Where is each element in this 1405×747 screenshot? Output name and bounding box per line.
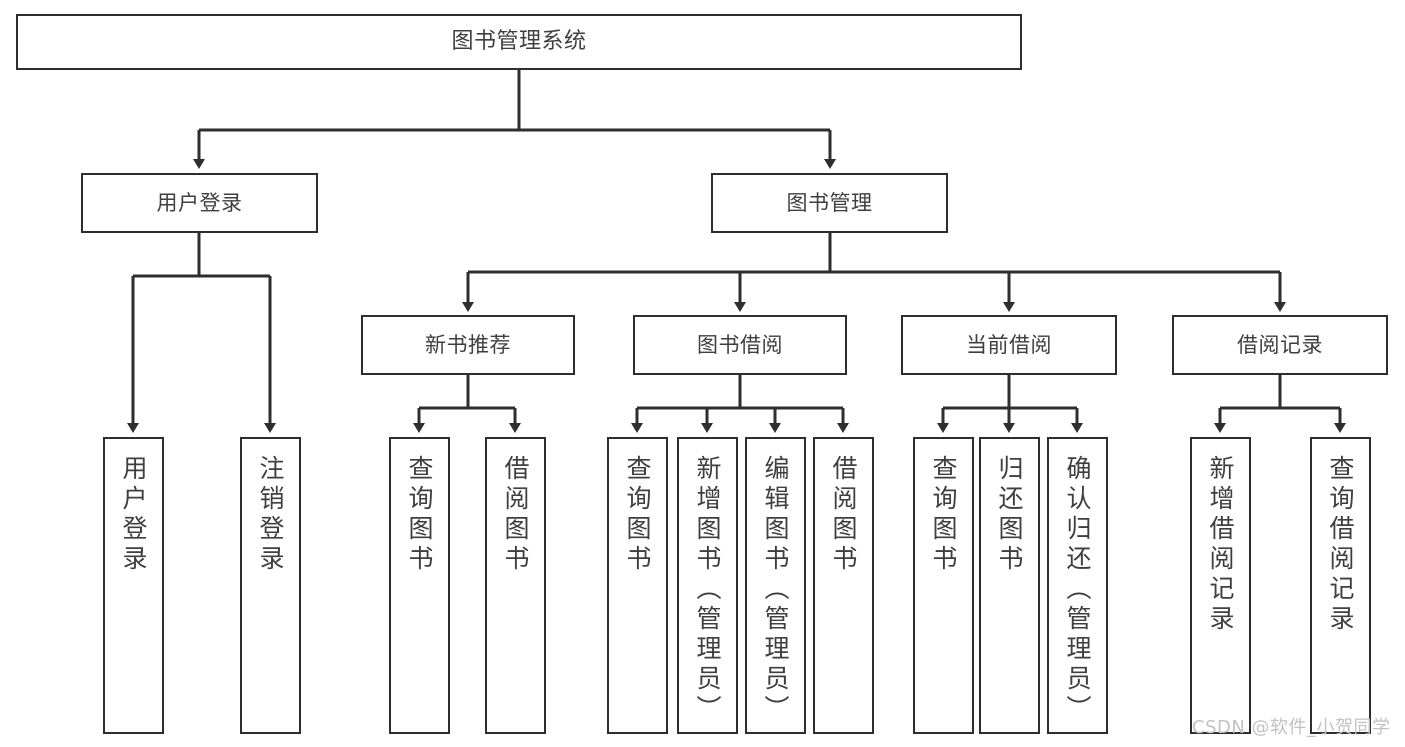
node-label: 新增借阅记录 [1206,455,1235,635]
node-label: 确认归还（管理员） [1063,455,1092,725]
csdn-watermark: CSDN @软件_小贺同学 [1192,717,1391,738]
node-label: 查询图书 [929,455,958,575]
node-label: 借阅图书 [501,455,530,575]
node-label: 注销登录 [256,455,285,575]
node-label: 新增图书（管理员） [693,455,722,725]
node-user-login[interactable]: 用户登录 [81,173,318,233]
leaf-record-add-record[interactable]: 新增借阅记录 [1190,437,1251,734]
node-label: 当前借阅 [966,332,1052,357]
node-label: 编辑图书（管理员） [761,455,790,725]
leaf-borrow-add-book-admin[interactable]: 新增图书（管理员） [677,437,738,734]
node-label: 新书推荐 [425,332,511,357]
node-current-borrow[interactable]: 当前借阅 [901,315,1117,375]
leaf-borrow-borrow-book[interactable]: 借阅图书 [813,437,874,734]
leaf-current-return-book[interactable]: 归还图书 [979,437,1040,734]
node-label: 归还图书 [995,455,1024,575]
node-label: 图书管理 [786,190,873,215]
node-label: 图书管理系统 [451,29,587,55]
node-label: 用户登录 [156,190,243,215]
node-label: 查询图书 [405,455,434,575]
node-borrow-record[interactable]: 借阅记录 [1172,315,1388,375]
leaf-record-query-record[interactable]: 查询借阅记录 [1310,437,1371,734]
node-book-borrow[interactable]: 图书借阅 [633,315,847,375]
node-root-system[interactable]: 图书管理系统 [16,14,1022,70]
leaf-current-query-book[interactable]: 查询图书 [913,437,974,734]
node-label: 借阅记录 [1237,332,1323,357]
leaf-newbook-query-book[interactable]: 查询图书 [389,437,450,734]
node-label: 查询借阅记录 [1326,455,1355,635]
leaf-logout[interactable]: 注销登录 [240,437,301,734]
leaf-newbook-borrow-book[interactable]: 借阅图书 [485,437,546,734]
leaf-borrow-edit-book-admin[interactable]: 编辑图书（管理员） [745,437,806,734]
node-label: 查询图书 [623,455,652,575]
leaf-borrow-query-book[interactable]: 查询图书 [607,437,668,734]
leaf-user-login[interactable]: 用户登录 [103,437,164,734]
node-book-management[interactable]: 图书管理 [711,173,948,233]
node-new-book-recommend[interactable]: 新书推荐 [361,315,575,375]
node-label: 用户登录 [119,455,148,575]
node-label: 借阅图书 [829,455,858,575]
node-label: 图书借阅 [697,332,783,357]
leaf-current-confirm-return-admin[interactable]: 确认归还（管理员） [1047,437,1108,734]
